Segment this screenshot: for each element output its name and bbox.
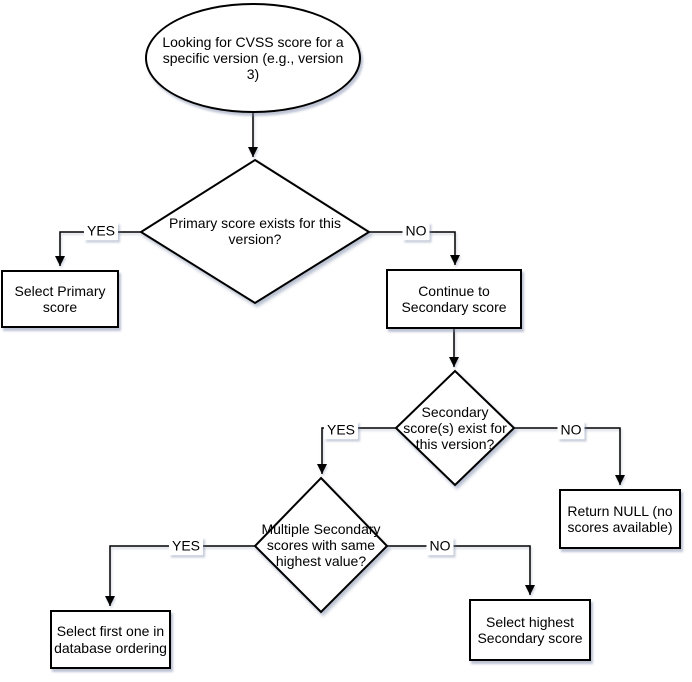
decision-primary-diamond xyxy=(139,158,371,305)
edge-decision-primary-no xyxy=(369,231,460,265)
node-continue-secondary-label: Continue to Secondary score xyxy=(401,282,507,315)
edge-label-secondary-yes: YES xyxy=(323,421,359,439)
decision-multiple-diamond xyxy=(253,476,389,614)
edge-label-multiple-no: NO xyxy=(426,537,454,555)
node-continue-secondary: Continue to Secondary score xyxy=(386,269,522,329)
node-start-label: Looking for CVSS score for a specific ve… xyxy=(162,33,344,83)
edge-label-primary-no: NO xyxy=(402,222,430,240)
edge-decision-multiple-no xyxy=(387,545,535,595)
edge-decision-secondary-no xyxy=(514,427,625,485)
node-return-null: Return NULL (no scores available) xyxy=(559,489,681,549)
edge-decision-multiple-yes xyxy=(105,545,255,606)
node-select-first: Select first one in database ordering xyxy=(50,610,171,669)
node-select-highest: Select highest Secondary score xyxy=(469,599,591,661)
node-select-first-label: Select first one in database ordering xyxy=(54,623,167,656)
node-return-null-label: Return NULL (no scores available) xyxy=(567,502,673,535)
edge-label-primary-yes: YES xyxy=(83,222,119,240)
edge-decision-secondary-yes xyxy=(317,427,396,474)
edge-label-secondary-no: NO xyxy=(557,421,585,439)
node-select-primary: Select Primary score xyxy=(1,270,119,328)
edge-label-multiple-yes: YES xyxy=(168,537,204,555)
node-select-primary-label: Select Primary score xyxy=(14,282,106,315)
node-start: Looking for CVSS score for a specific ve… xyxy=(145,3,361,113)
node-select-highest-label: Select highest Secondary score xyxy=(477,613,583,646)
decision-secondary-diamond xyxy=(394,369,516,487)
decision-shapes xyxy=(139,158,516,614)
